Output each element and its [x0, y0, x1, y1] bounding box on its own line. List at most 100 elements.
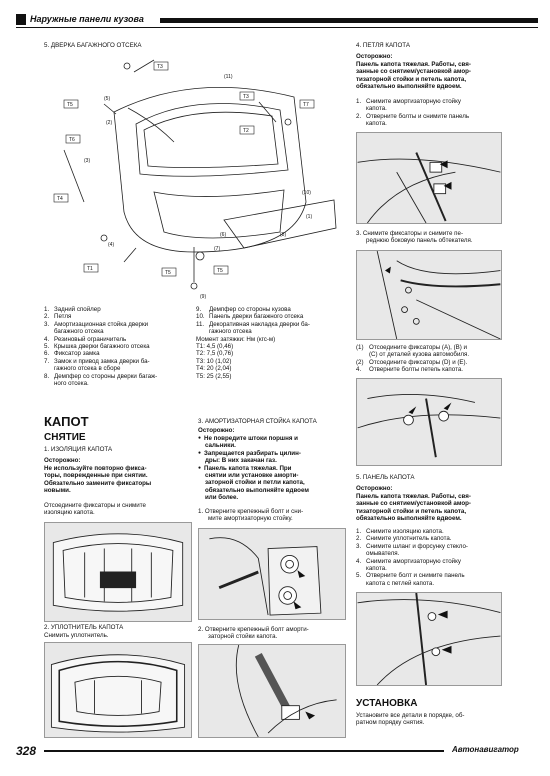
- legend-item: 10.Панель дверки багажного отсека: [196, 313, 304, 321]
- seal-title: 2. УПЛОТНИТЕЛЬ КАПОТА: [44, 624, 124, 631]
- strut-caution-label: Осторожно:: [198, 427, 235, 434]
- tailgate-part-numbers: (11) (5) (2) (10) (1) (3) (4) (7) (6) (9…: [84, 74, 312, 300]
- hood-panel-caution-label: Осторожно:: [356, 485, 393, 492]
- insulation-caution-label: Осторожно:: [44, 457, 81, 464]
- strut-bolt-figure: [198, 528, 346, 620]
- step-item: (1)Отсоедините фиксаторы (A), (B) и: [356, 344, 467, 351]
- publisher-name: Автонавигатор: [452, 745, 519, 754]
- step-item: 4.Отверните болты петель капота.: [356, 366, 464, 374]
- fig-tag: T3: [157, 64, 163, 70]
- hinge-title: 4. ПЕТЛЯ КАПОТА: [356, 42, 410, 49]
- hood-panel-title: 5. ПАНЕЛЬ КАПОТА: [356, 474, 415, 481]
- step-item: (2)Отсоедините фиксаторы (D) и (E).: [356, 358, 468, 366]
- fig-tag: T6: [69, 137, 75, 143]
- hinge-caution-label: Осторожно:: [356, 53, 393, 60]
- header-rule: [160, 18, 538, 23]
- fig-number: (2): [106, 120, 112, 126]
- step-item: 1.Снимите амортизаторную стойку: [356, 98, 461, 105]
- torque-value: T2: 7,5 (0,76): [196, 350, 234, 358]
- tailgate-tag-labels: T5 T6 T3 T2 T7 T4 T1 T5 T5 T3: [57, 64, 309, 276]
- legend-item: 6.Фиксатор замка: [44, 350, 100, 358]
- hood-insulation-figure: [44, 522, 192, 622]
- legend-item: гажного отсека в сборе: [54, 365, 121, 373]
- fig-number: (11): [224, 74, 233, 80]
- step-item: 5.Отверните болт и снимите панель: [356, 572, 465, 580]
- fig-number: (7): [214, 246, 220, 252]
- footer-rule: [44, 750, 444, 752]
- hood-panel-caution-text: Панель капота тяжелая. Работы, свя- занн…: [356, 493, 471, 523]
- strut-caution-bullets: Не повредите штоки поршня и сальники. За…: [198, 435, 346, 502]
- hood-panel-figure: [356, 592, 502, 686]
- fig-tag: T5: [67, 102, 73, 108]
- installation-text: Установите все детали в порядке, об- рат…: [356, 712, 465, 727]
- legend-item: 4.Резиновый ограничитель: [44, 335, 127, 343]
- cowl-panel-figure: [356, 250, 502, 340]
- hinge-bolts-svg: [357, 394, 501, 458]
- insulation-instruction: Отсоедините фиксаторы и снимите изоляцию…: [44, 502, 146, 517]
- fig-number: (4): [108, 242, 114, 248]
- step-item: капота с петлей капота.: [366, 579, 435, 587]
- fig-tag: T1: [87, 266, 93, 272]
- step-item: 3.Снимите шланг и форсунку стекло-: [356, 542, 468, 550]
- legend-item: гажного отсека: [209, 328, 252, 336]
- torque-value: T1: 4,5 (0,46): [196, 343, 234, 351]
- seal-instruction: Снимить уплотнитель.: [44, 632, 109, 639]
- hinge-steps-a: 1.Снимите амортизаторную стойку капота. …: [356, 98, 538, 128]
- fig-tag: T7: [303, 102, 309, 108]
- legend-item: багажного отсека: [54, 328, 104, 336]
- strut-title: 3. АМОРТИЗАТОРНАЯ СТОЙКА КАПОТА: [198, 418, 317, 425]
- page-number: 328: [16, 744, 37, 758]
- fig-tag: T3: [243, 94, 249, 100]
- hood-seal-figure: [44, 642, 192, 738]
- fig-tag: T5: [165, 270, 171, 276]
- fig-number: (6): [220, 232, 226, 238]
- fig-tag: T2: [243, 128, 249, 134]
- tailgate-legend-col2: 9.Демпфер со стороны кузова 10.Панель дв…: [196, 306, 346, 380]
- step-item: капота.: [366, 565, 387, 573]
- legend-item: 1.Задний спойлер: [44, 306, 101, 313]
- fig-tag: T4: [57, 196, 63, 202]
- hinge-caution-text: Панель капота тяжелая. Работы, свя- занн…: [356, 61, 471, 91]
- torque-title: Момент затяжки: Нм (кгс-м): [196, 335, 276, 343]
- installation-heading: УСТАНОВКА: [356, 698, 418, 709]
- hood-heading: КАПОТ: [44, 414, 89, 429]
- insulation-title: 1. ИЗОЛЯЦИЯ КАПОТА: [44, 446, 113, 453]
- tailgate-legend-col1: 1.Задний спойлер 2.Петля 3.Амортизационн…: [44, 306, 194, 387]
- hinge-steps-b: (1)Отсоедините фиксаторы (A), (B) и (C) …: [356, 344, 538, 374]
- torque-value: T3: 10 (1,02): [196, 357, 232, 365]
- fig-number: (3): [84, 158, 90, 164]
- fig-number: (8): [280, 232, 286, 238]
- hood-seal-svg: [50, 654, 186, 733]
- step-item: (C) от деталей кузова автомобиля.: [369, 351, 470, 359]
- step-item: 2.Снимите уплотнитель капота.: [356, 535, 452, 543]
- legend-item: 2.Петля: [44, 313, 72, 321]
- step-item: 4.Снимите амортизаторную стойку: [356, 557, 461, 565]
- step-item: омывателя.: [366, 550, 400, 558]
- tailgate-exploded-diagram: T5 T6 T3 T2 T7 T4 T1 T5 T5 T3 (11) (5) (…: [44, 52, 340, 302]
- fig-number: (10): [302, 190, 311, 196]
- hinge-step-3: 3. Снимите фиксаторы и снимите пе- редню…: [356, 230, 473, 245]
- header-underline: [16, 27, 538, 28]
- legend-item: 7.Замок и привод замка дверки ба-: [44, 357, 150, 365]
- cowl-panel-svg: [376, 251, 501, 339]
- legend-item: 8.Демпфер со стороны дверки багаж-: [44, 372, 158, 380]
- section-header: Наружные панели кузова: [30, 14, 144, 24]
- fig-tag: T5: [217, 268, 223, 274]
- step-item: капота.: [366, 120, 387, 128]
- torque-value: T5: 25 (2,55): [196, 372, 232, 380]
- legend-item: ного отсека.: [54, 380, 89, 388]
- fig-number: (1): [306, 214, 312, 220]
- legend-item: 3.Амортизационная стойка дверки: [44, 320, 149, 328]
- tailgate-title: 5. ДВЕРКА БАГАЖНОГО ОТСЕКА: [44, 42, 142, 49]
- hood-panel-steps: 1.Снимите изоляцию капота. 2.Снимите упл…: [356, 528, 538, 587]
- torque-value: T4: 20 (2,04): [196, 365, 232, 373]
- hood-panel-svg: [357, 593, 501, 685]
- strut-mount-svg: [235, 645, 337, 737]
- legend-item: 11.Декоративная накладка дверки ба-: [196, 320, 310, 328]
- step-item: 2.Отверните болты и снимите панель: [356, 112, 470, 120]
- strut-mount-figure: [198, 644, 346, 738]
- strut-bolt-svg: [209, 537, 322, 616]
- fig-number: (5): [104, 96, 110, 102]
- hinge-bolts-figure: [356, 378, 502, 466]
- step-item: капота.: [366, 105, 387, 113]
